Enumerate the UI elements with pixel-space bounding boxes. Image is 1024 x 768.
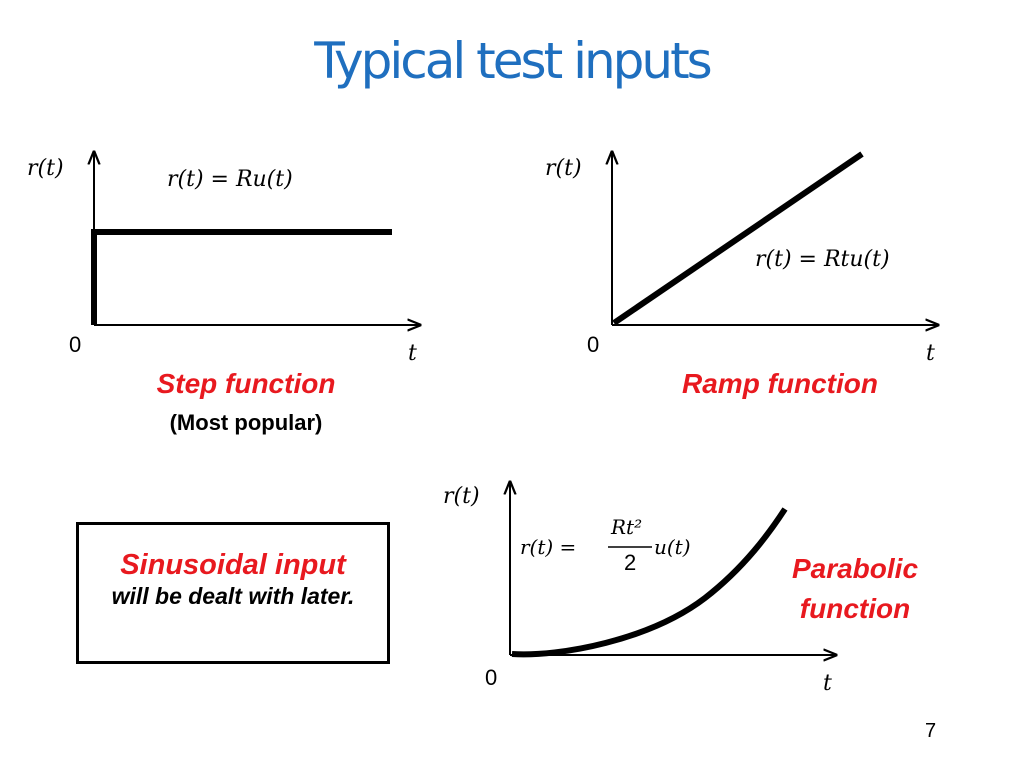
ramp-origin-label: 0 [587,332,599,357]
parabolic-caption-line2: function [799,593,911,624]
parabolic-equation-numerator: Rt² [610,515,642,539]
ramp-x-axis-label: t [926,341,935,366]
parabolic-origin-label: 0 [485,665,497,690]
step-y-axis-label: r(t) [27,156,64,181]
page-number: 7 [925,720,937,742]
ramp-equation: r(t) = Rtu(t) [755,247,890,272]
ramp-curve [612,151,864,326]
note-title: Sinusoidal input [120,549,346,581]
parabolic-equation-rhs: u(t) [654,535,691,559]
step-graph: r(t) t 0 r(t) = Ru(t) [27,152,420,366]
step-equation: r(t) = Ru(t) [167,167,293,192]
step-x-axis-label: t [408,341,417,366]
ramp-y-axis-label: r(t) [545,156,582,181]
parabolic-equation-denominator: 2 [624,550,636,575]
step-caption: Step function [156,368,336,399]
parabolic-equation-lhs: r(t) = [520,535,576,559]
parabolic-caption-line1: Parabolic [791,553,919,584]
parabolic-x-axis-label: t [823,671,832,696]
step-origin-label: 0 [69,332,81,357]
parabolic-y-axis-label: r(t) [443,484,480,509]
note-body: will be dealt with later. [111,583,355,609]
step-curve [91,229,392,325]
parabolic-graph: r(t) t 0 r(t) = Rt² 2 u(t) [443,482,836,696]
ramp-graph: r(t) t 0 r(t) = Rtu(t) [545,152,938,366]
slide-title: Typical test inputs [314,32,712,90]
step-subcaption: (Most popular) [169,410,323,435]
parabolic-caption: Parabolic function [755,549,955,629]
ramp-caption: Ramp function [682,368,878,399]
sinusoidal-note-box: Sinusoidal input will be dealt with late… [76,522,390,664]
parabolic-curve [511,507,788,658]
